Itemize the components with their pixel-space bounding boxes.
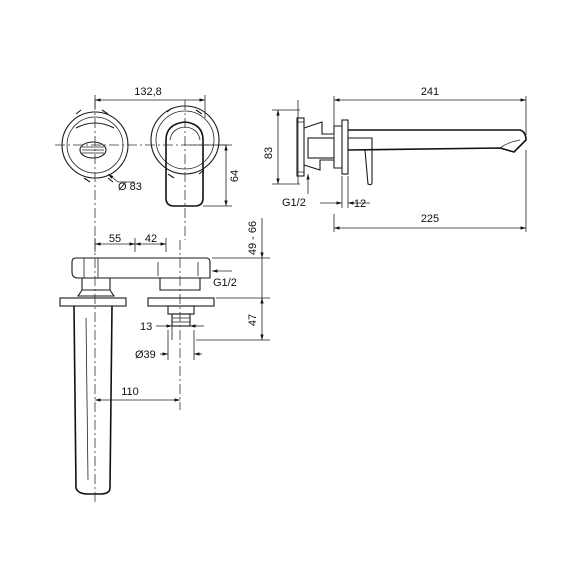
cartridge-detail xyxy=(172,317,190,323)
side-view: 241 83 G1/2 12 225 xyxy=(263,86,527,232)
leader-diameter xyxy=(107,173,119,183)
spout-top-view xyxy=(73,305,113,495)
right-plate-tabs xyxy=(166,107,205,179)
spout-nut xyxy=(76,289,116,297)
dim-side-height: 83 xyxy=(263,147,275,159)
dim-front-left: 55 xyxy=(109,233,121,245)
top-view-body: 55 42 G1/2 49 - 66 47 13 Ø39 110 xyxy=(59,218,270,505)
mixer-lever-handle xyxy=(165,121,204,207)
body-right-bore xyxy=(157,262,199,276)
side-cover-plate xyxy=(341,119,349,175)
dim-side-reach: 225 xyxy=(421,213,439,225)
spout-plate-edge xyxy=(59,297,127,307)
concealed-body xyxy=(71,257,211,279)
dim-front-right: 42 xyxy=(145,233,157,245)
dim-top-width: 132,8 xyxy=(134,86,162,98)
dim-front-range: 49 - 66 xyxy=(247,221,259,255)
dim-side-thread: G1/2 xyxy=(282,197,306,209)
front-view-plates: 132,8 Ø 83 64 xyxy=(55,86,241,240)
side-spout xyxy=(347,129,527,153)
side-body-lower xyxy=(303,159,342,171)
aerator-grid xyxy=(82,146,104,154)
dim-top-diameter: Ø 83 xyxy=(118,181,142,193)
side-lever xyxy=(347,137,373,186)
mixer-plate-edge xyxy=(147,297,215,307)
spout-neck xyxy=(81,278,111,291)
side-valve-body xyxy=(307,137,335,159)
cartridge-ring xyxy=(167,305,195,315)
dim-front-height: 47 xyxy=(247,314,259,326)
cartridge-stem xyxy=(171,313,191,327)
dim-side-depth: 12 xyxy=(354,198,366,210)
left-plate-tabs xyxy=(83,109,109,183)
body-left-bore xyxy=(83,258,99,278)
side-wall-flange xyxy=(296,117,305,177)
dim-front-width: 13 xyxy=(140,321,152,333)
spout-edge-line xyxy=(85,317,89,481)
dim-front-diameter: Ø39 xyxy=(135,349,156,361)
dim-top-height: 64 xyxy=(229,170,241,182)
aerator-outlet-icon xyxy=(79,141,107,159)
dim-front-spout: 110 xyxy=(121,386,139,398)
dim-side-length: 241 xyxy=(421,86,439,98)
side-body-upper xyxy=(303,121,342,135)
dim-front-thread: G1/2 xyxy=(213,277,237,289)
spout-tip xyxy=(499,139,521,149)
